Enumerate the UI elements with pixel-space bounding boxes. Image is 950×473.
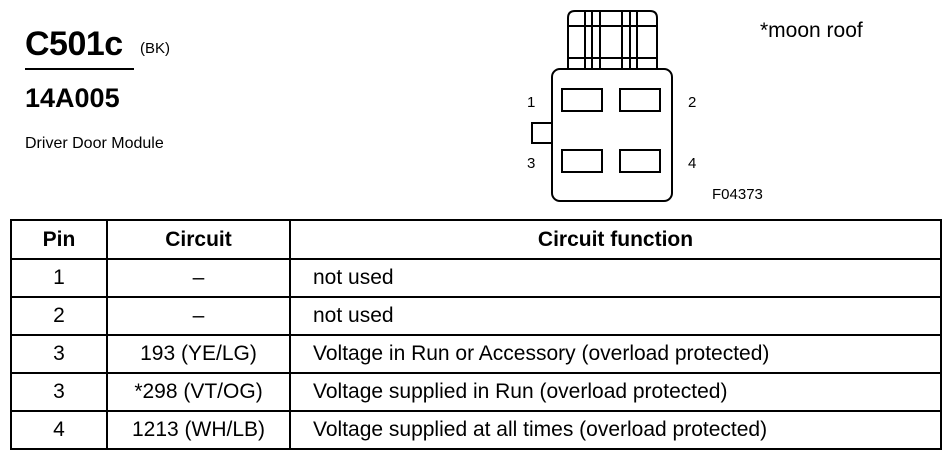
table-row: 1 – not used <box>10 258 942 298</box>
moon-roof-note: *moon roof <box>760 19 863 42</box>
terminal-cavity-1 <box>561 88 603 112</box>
pin-label-4: 4 <box>688 155 696 172</box>
terminal-cavity-3 <box>561 149 603 173</box>
function-cell: Voltage in Run or Accessory (overload pr… <box>289 334 942 374</box>
module-description: Driver Door Module <box>25 135 164 152</box>
title-underline <box>25 68 134 70</box>
header-pin: Pin <box>10 219 108 260</box>
table-row: 4 1213 (WH/LB) Voltage supplied at all t… <box>10 410 942 450</box>
function-cell: Voltage supplied in Run (overload protec… <box>289 372 942 412</box>
figure-code: F04373 <box>712 186 763 203</box>
part-number: 14A005 <box>25 83 120 113</box>
pin-label-2: 2 <box>688 94 696 111</box>
pin-cell: 4 <box>10 410 108 450</box>
connector-id: C501c <box>25 25 123 63</box>
connector-latch-housing <box>567 10 658 70</box>
color-code: (BK) <box>140 40 170 57</box>
table-row: 2 – not used <box>10 296 942 336</box>
header-circuit: Circuit <box>106 219 291 260</box>
connector-key-tab <box>531 122 553 144</box>
header-circuit-function: Circuit function <box>289 219 942 260</box>
pin-cell: 1 <box>10 258 108 298</box>
function-cell: Voltage supplied at all times (overload … <box>289 410 942 450</box>
circuit-cell: 1213 (WH/LB) <box>106 410 291 450</box>
circuit-cell: – <box>106 296 291 336</box>
pin-cell: 3 <box>10 334 108 374</box>
terminal-cavity-2 <box>619 88 661 112</box>
pin-label-1: 1 <box>527 94 535 111</box>
connector-diagram: 1 2 3 4 F04373 <box>527 10 763 203</box>
pin-cell: 2 <box>10 296 108 336</box>
function-cell: not used <box>289 296 942 336</box>
table-row: 3 193 (YE/LG) Voltage in Run or Accessor… <box>10 334 942 374</box>
circuit-cell: *298 (VT/OG) <box>106 372 291 412</box>
table-header-row: Pin Circuit Circuit function <box>10 219 942 260</box>
pin-cell: 3 <box>10 372 108 412</box>
function-cell: not used <box>289 258 942 298</box>
pin-table: Pin Circuit Circuit function 1 – not use… <box>10 219 942 450</box>
circuit-cell: – <box>106 258 291 298</box>
table-row: 3 *298 (VT/OG) Voltage supplied in Run (… <box>10 372 942 412</box>
pin-label-3: 3 <box>527 155 535 172</box>
terminal-cavity-4 <box>619 149 661 173</box>
circuit-cell: 193 (YE/LG) <box>106 334 291 374</box>
